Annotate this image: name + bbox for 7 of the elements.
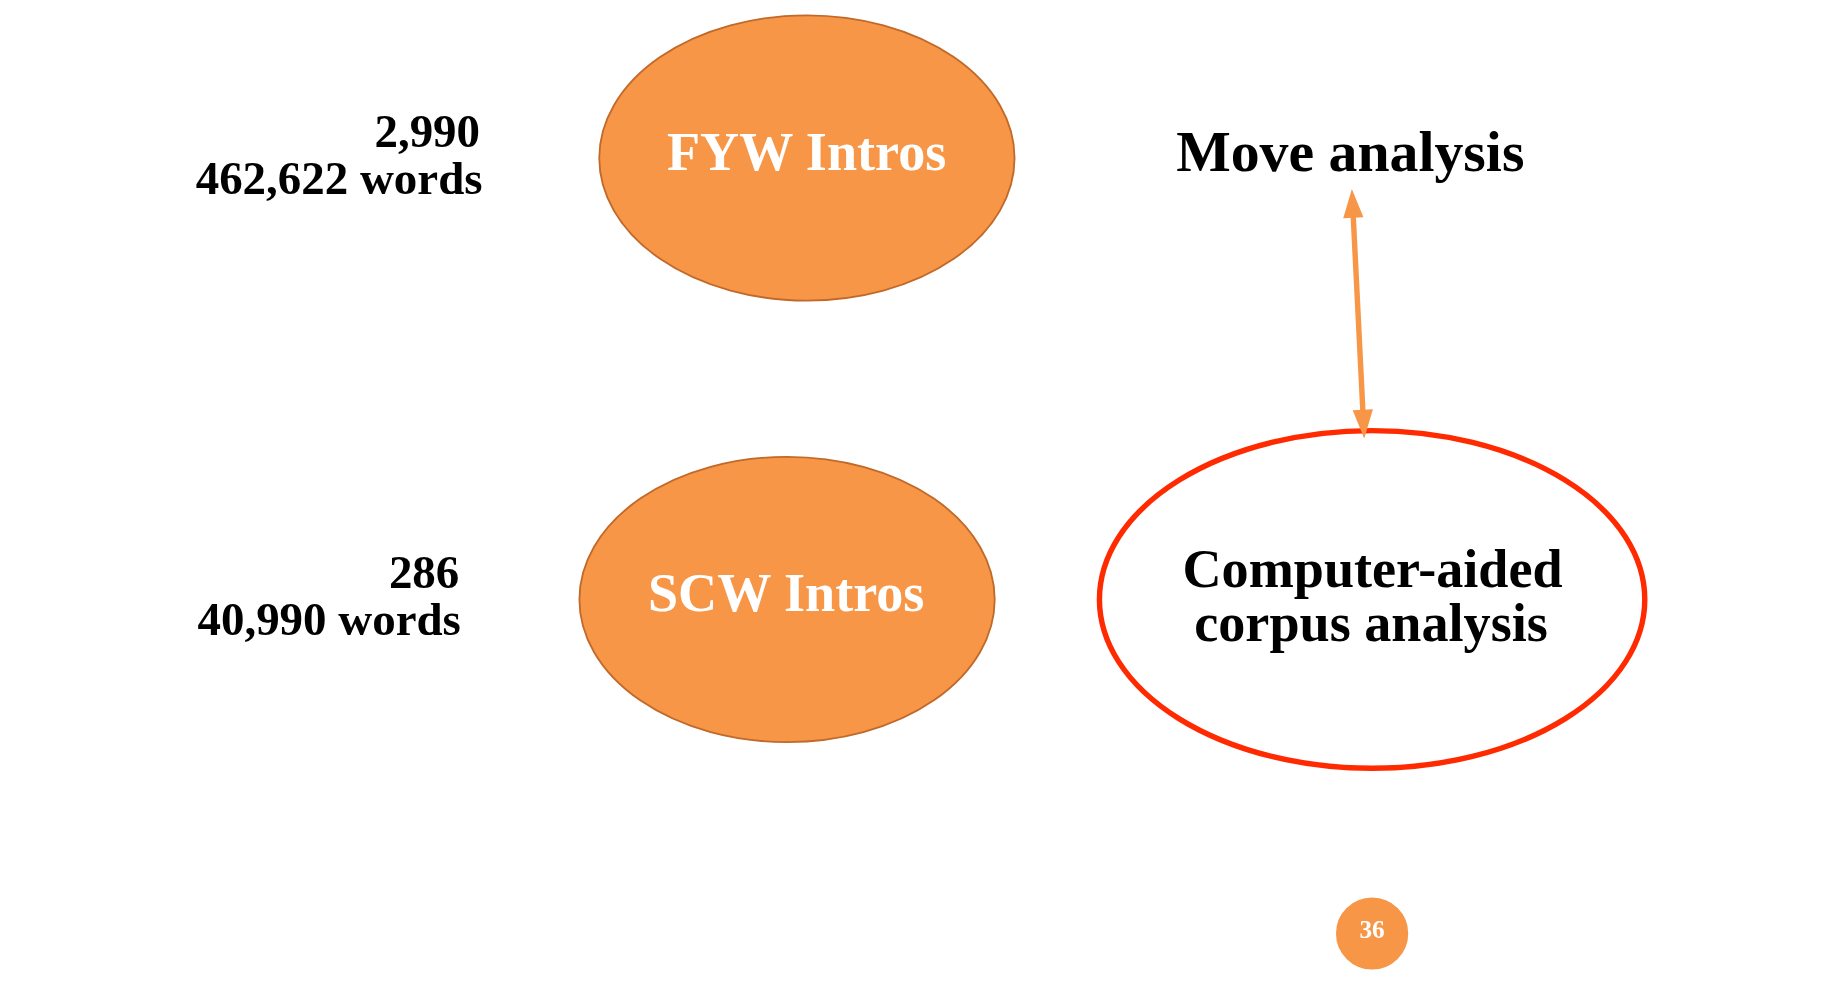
node-circle: 36 <box>1335 897 1408 970</box>
node-label: 2,990 <box>373 104 480 157</box>
node-ellipse: FYW Intros <box>597 14 1015 302</box>
node-ellipse: SCW Intros <box>578 455 996 743</box>
arrow <box>1342 188 1373 439</box>
node-text: Move analysis <box>1175 119 1524 183</box>
node-ellipse: Computer-aided corpus analysis <box>1096 427 1647 771</box>
